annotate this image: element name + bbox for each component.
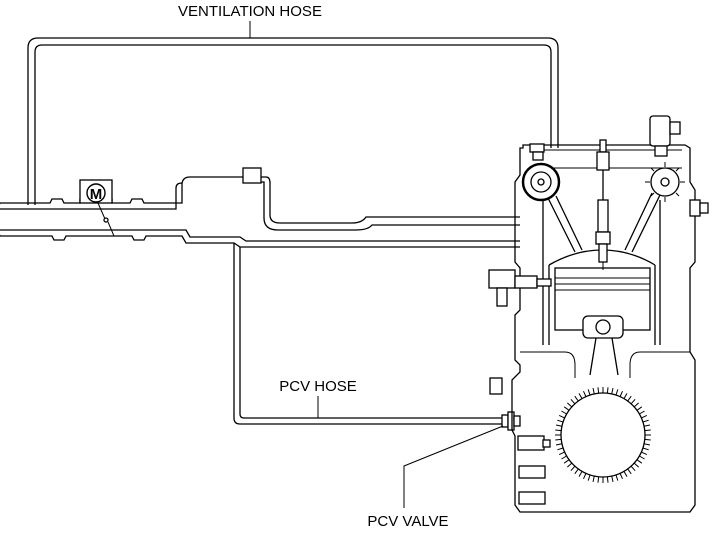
engine (488, 115, 709, 513)
flywheel-tooth (627, 468, 632, 475)
flywheel-tooth (570, 465, 576, 472)
flywheel-tooth (636, 406, 643, 411)
flywheel-tooth (587, 389, 591, 396)
flywheel-tooth (592, 475, 595, 483)
flywheel-tooth (578, 393, 583, 399)
flywheel-tooth (555, 438, 562, 441)
flywheel-tooth (642, 447, 649, 451)
flywheel-tooth (642, 419, 649, 423)
pcv-valve-leader (403, 425, 504, 508)
flywheel-tooth (555, 443, 563, 446)
flywheel-tooth (606, 387, 609, 394)
flywheel-tooth (563, 459, 570, 464)
flywheel-tooth (619, 390, 623, 397)
flywheel-tooth (555, 429, 562, 432)
flywheel-tooth (597, 476, 600, 483)
flywheel-tooth (633, 462, 640, 468)
flywheel-tooth (574, 395, 579, 402)
flywheel-tooth (643, 443, 651, 446)
flywheel-tooth (641, 415, 648, 419)
flywheel-tooth (555, 424, 563, 427)
intake-air-duct: M (0, 167, 520, 248)
flywheel-tooth (643, 424, 651, 427)
flywheel-tooth (639, 455, 645, 460)
flywheel-tooth (630, 465, 636, 472)
flywheel-tooth (558, 415, 565, 419)
flywheel-tooth (619, 473, 623, 480)
flywheel-tooth (587, 474, 591, 481)
flywheel-tooth (563, 406, 570, 411)
flywheel-tooth (611, 387, 614, 395)
flywheel-tooth (623, 393, 628, 399)
flywheel-tooth (606, 476, 609, 483)
ventilation-hose-label: VENTILATION HOSE (178, 3, 322, 20)
pcv-valve-label: PCV VALVE (367, 513, 448, 530)
flywheel-tooth (578, 471, 583, 477)
flywheel-tooth (644, 429, 651, 432)
flywheel-tooth (611, 475, 614, 483)
flywheel-tooth (597, 387, 600, 394)
m-mark-label: M (90, 186, 103, 203)
flywheel-tooth (639, 410, 645, 415)
flywheel-tooth (557, 419, 564, 423)
ventilation-hose (27, 37, 559, 205)
flywheel-tooth (615, 474, 619, 481)
flywheel-tooth (570, 398, 576, 405)
flywheel-tooth (630, 398, 636, 405)
pcv-hose-label: PCV HOSE (279, 378, 357, 395)
flywheel-tooth (566, 462, 573, 468)
pcv-valve (501, 411, 521, 431)
flywheel-tooth (566, 402, 573, 408)
flywheel-tooth (633, 402, 640, 408)
flywheel-tooth (641, 451, 648, 455)
flywheel-tooth (583, 390, 587, 397)
flywheel-tooth (574, 468, 579, 475)
flywheel-tooth (636, 459, 643, 464)
flywheel-tooth (627, 395, 632, 402)
flywheel-tooth (623, 471, 628, 477)
flywheel-tooth (557, 447, 564, 451)
flywheel-tooth (558, 451, 565, 455)
pcv-hose (233, 243, 502, 425)
flywheel-tooth (561, 410, 567, 415)
flywheel-tooth (615, 389, 619, 396)
flywheel-tooth (561, 455, 567, 460)
flywheel-teeth (555, 387, 651, 483)
flywheel-tooth (583, 473, 587, 480)
flywheel-tooth (644, 438, 651, 441)
flywheel-tooth (592, 387, 595, 395)
